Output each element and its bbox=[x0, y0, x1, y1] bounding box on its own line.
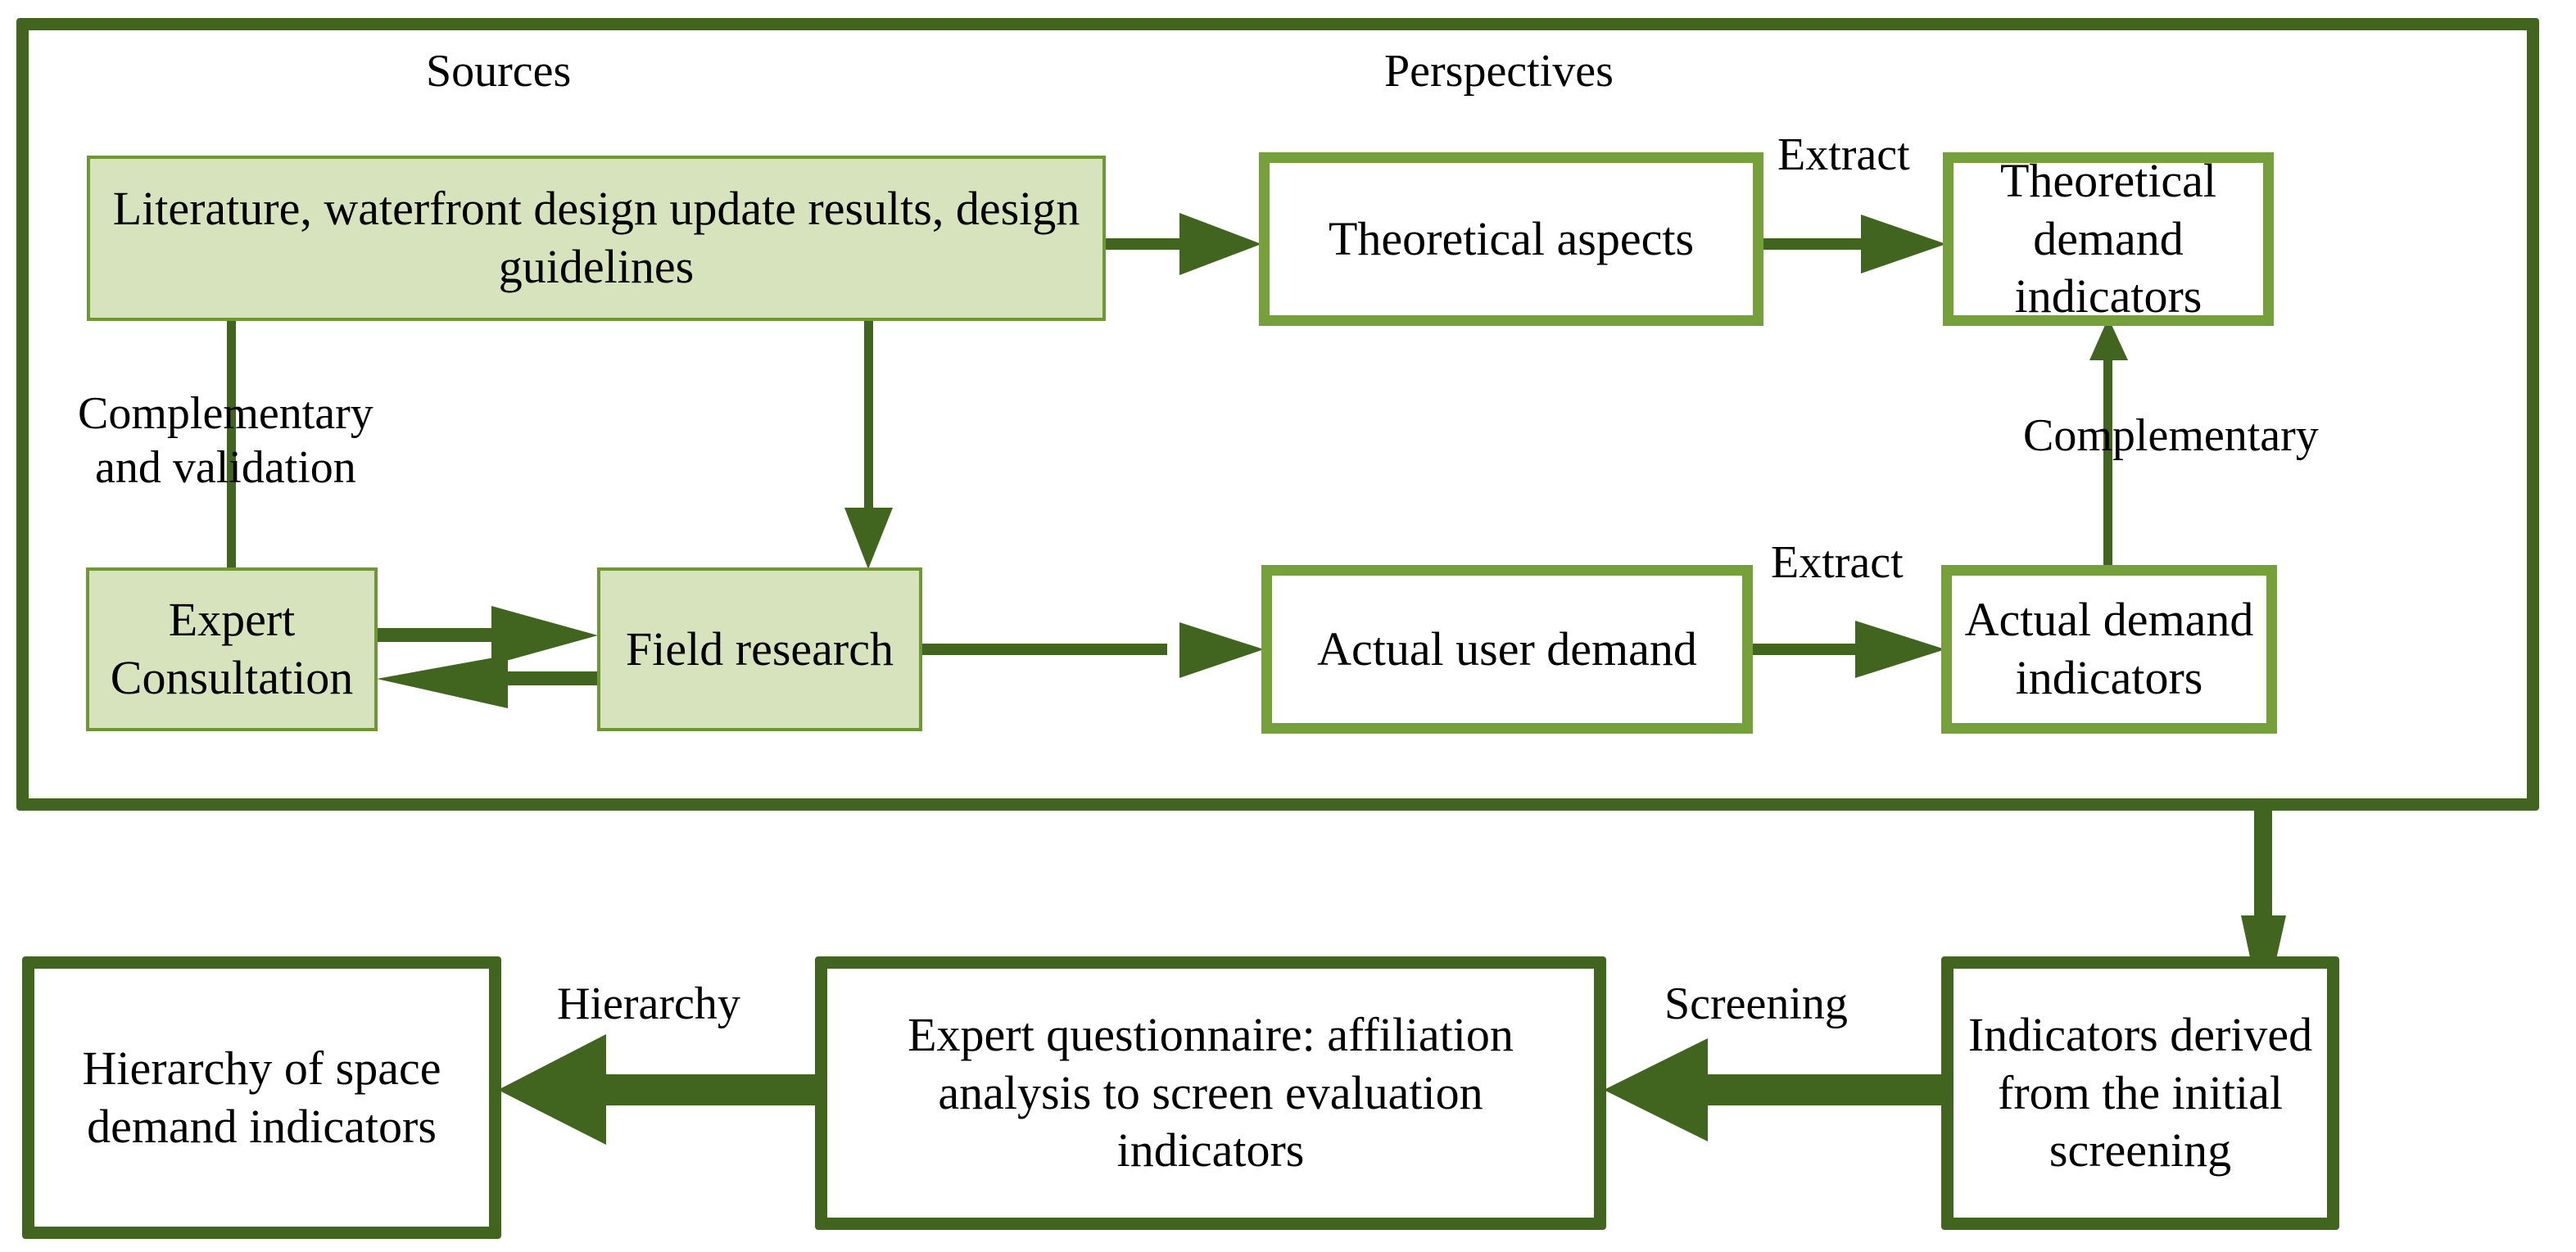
edge-label-complementary-validation-line1: Complementary bbox=[78, 388, 373, 439]
node-expert-questionnaire[interactable]: Expert questionnaire: affiliation analys… bbox=[815, 956, 1606, 1230]
node-actual-demand-indicators-label: Actual demand indicators bbox=[1964, 593, 2254, 704]
node-expert-consultation-label: Expert Consultation bbox=[110, 593, 354, 704]
node-indicators-initial-screening-label: Indicators derived from the initial scre… bbox=[1967, 1007, 2313, 1177]
node-actual-demand-indicators[interactable]: Actual demand indicators bbox=[1941, 565, 2277, 734]
node-theoretical-aspects[interactable]: Theoretical aspects bbox=[1259, 152, 1763, 326]
edge-expert-questionnaire-to-hierarchy bbox=[498, 1034, 821, 1145]
node-theoretical-demand-indicators-label: Theoretical demand indicators bbox=[1999, 153, 2217, 323]
node-actual-user-demand[interactable]: Actual user demand bbox=[1261, 565, 1753, 734]
section-label-perspectives: Perspectives bbox=[1384, 46, 1614, 97]
edge-label-extract-bottom: Extract bbox=[1771, 537, 1904, 588]
edge-label-extract-top: Extract bbox=[1777, 129, 1910, 180]
node-expert-consultation[interactable]: Expert Consultation bbox=[86, 567, 378, 731]
node-expert-questionnaire-label: Expert questionnaire: affiliation analys… bbox=[908, 1007, 1514, 1177]
node-indicators-initial-screening[interactable]: Indicators derived from the initial scre… bbox=[1941, 956, 2339, 1230]
node-theoretical-aspects-label: Theoretical aspects bbox=[1328, 211, 1695, 265]
node-field-research-label: Field research bbox=[626, 621, 894, 676]
node-hierarchy-space-demand-label: Hierarchy of space demand indicators bbox=[82, 1041, 441, 1153]
section-label-sources: Sources bbox=[426, 46, 572, 97]
edge-label-screening: Screening bbox=[1664, 979, 1848, 1029]
node-theoretical-demand-indicators[interactable]: Theoretical demand indicators bbox=[1943, 152, 2274, 326]
node-field-research[interactable]: Field research bbox=[597, 567, 922, 731]
node-hierarchy-space-demand[interactable]: Hierarchy of space demand indicators bbox=[22, 956, 501, 1239]
edge-label-complementary-validation: Complementary and validation bbox=[78, 386, 373, 495]
upper-process-frame bbox=[16, 18, 2539, 811]
node-literature-label: Literature, waterfront design update res… bbox=[112, 182, 1080, 293]
edge-indicators-to-expert-questionnaire bbox=[1604, 1038, 1948, 1141]
edge-label-hierarchy: Hierarchy bbox=[557, 979, 740, 1029]
node-literature[interactable]: Literature, waterfront design update res… bbox=[87, 156, 1106, 321]
edge-label-complementary-validation-line2: and validation bbox=[95, 442, 356, 494]
node-actual-user-demand-label: Actual user demand bbox=[1317, 621, 1697, 676]
edge-label-complementary: Complementary bbox=[2023, 410, 2319, 461]
